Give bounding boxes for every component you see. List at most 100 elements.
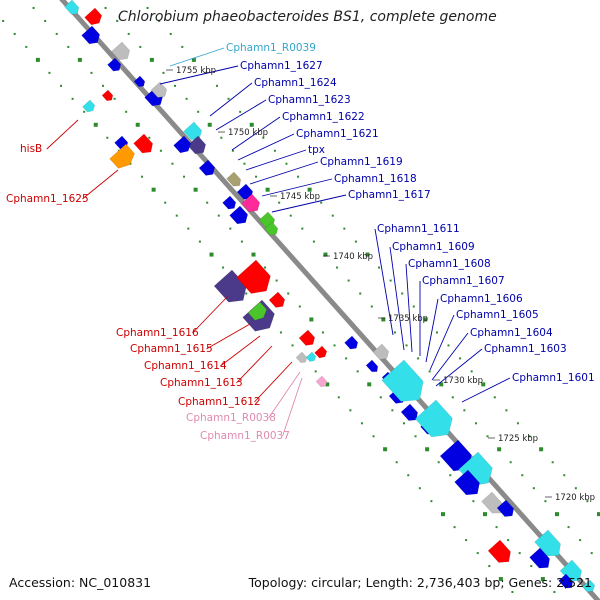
gene-feature: [133, 133, 153, 154]
tick-dot: [207, 122, 212, 127]
tick-dot: [463, 409, 466, 412]
kbp-label: 1740 kbp: [333, 252, 373, 262]
tick-dot: [231, 149, 234, 152]
gene-feature: [344, 335, 359, 350]
tick-dot: [596, 512, 600, 517]
gene-label: Cphamn1_1618: [334, 173, 417, 185]
tick-dot: [509, 461, 512, 464]
gene-feature: [372, 343, 390, 360]
gene-feature: [226, 171, 242, 187]
tick-dot: [149, 57, 154, 62]
tick-dot: [505, 409, 508, 412]
tick-dot: [465, 539, 468, 542]
tick-dot: [423, 317, 428, 322]
tick-dot: [544, 500, 547, 503]
tick-dot: [278, 201, 281, 204]
tick-dot: [193, 187, 198, 192]
tick-dot: [439, 382, 444, 387]
tick-dot: [307, 187, 312, 192]
tick-dot: [453, 526, 456, 529]
tick-dot: [586, 500, 589, 503]
tick-dot: [113, 97, 116, 100]
tick-dot: [532, 487, 535, 490]
tick-dot: [25, 45, 28, 48]
tick-dot: [255, 175, 258, 178]
tick-dot: [2, 19, 5, 22]
gene-feature: [400, 403, 418, 421]
tick-dot: [474, 422, 477, 425]
tick-dot: [349, 409, 352, 412]
gene-label: Cphamn1_1622: [282, 111, 365, 123]
tick-dot: [360, 422, 363, 425]
tick-dot: [497, 447, 502, 452]
leader-line: [435, 348, 483, 387]
leader-line: [237, 133, 295, 161]
tick-dot: [440, 512, 445, 517]
tick-dot: [187, 227, 190, 230]
tick-dot: [428, 370, 431, 373]
tick-dot: [493, 396, 496, 399]
gene-feature: [150, 81, 168, 98]
gene-label: Cphamn1_1616: [116, 327, 199, 339]
tick-dot: [530, 565, 533, 568]
leader-line: [159, 65, 239, 85]
gene-label: Cphamn1_1614: [144, 360, 227, 372]
tick-dot: [249, 122, 254, 127]
tick-dot: [135, 122, 140, 127]
tick-dot: [174, 84, 177, 87]
tick-dot: [343, 227, 346, 230]
leader-line: [389, 246, 405, 351]
gene-label: Cphamn1_1627: [240, 60, 323, 72]
tick-dot: [370, 305, 373, 308]
tick-dot: [367, 382, 372, 387]
tick-rows: [2, 6, 600, 594]
tick-dot: [60, 84, 63, 87]
leader-line: [249, 161, 319, 185]
leader-line: [268, 371, 301, 419]
leader-line: [220, 335, 261, 367]
gene-label: Cphamn1_1623: [268, 94, 351, 106]
tick-dot: [378, 266, 381, 269]
kbp-label: 1755 kbp: [176, 66, 216, 76]
leader-line: [209, 82, 253, 117]
tick-dot: [209, 252, 214, 257]
tick-dot: [331, 214, 334, 217]
leader-line: [429, 314, 455, 371]
gene-feature: [107, 57, 122, 72]
tick-dot: [551, 461, 554, 464]
gene-label: Cphamn1_1601: [512, 372, 595, 384]
tick-dot: [481, 382, 486, 387]
tick-dot: [146, 6, 149, 9]
tick-dot: [470, 370, 473, 373]
gene-feature: [81, 25, 100, 45]
tick-dot: [220, 136, 223, 139]
tick-dot: [158, 19, 161, 22]
leader-line: [254, 361, 293, 403]
gene-feature: [314, 345, 328, 359]
tick-dot: [359, 292, 362, 295]
tick-dot: [354, 240, 357, 243]
tick-dot: [451, 396, 454, 399]
tick-dot: [55, 32, 58, 35]
tick-dot: [521, 474, 524, 477]
leader-line: [405, 263, 413, 353]
gene-label: Cphamn1_1609: [392, 241, 475, 253]
tick-dot: [229, 227, 232, 230]
gene-feature: [264, 221, 279, 236]
tick-dot: [579, 539, 582, 542]
tick-dot: [321, 331, 324, 334]
tick-dot: [574, 487, 577, 490]
tick-dot: [356, 370, 359, 373]
gene-feature: [315, 375, 328, 387]
gene-feature: [529, 547, 550, 569]
tick-dot: [164, 201, 167, 204]
tick-dot: [116, 19, 119, 22]
gene-label: Cphamn1_1625: [6, 193, 89, 205]
gene-feature: [454, 469, 480, 496]
tick-dot: [243, 162, 246, 165]
gene-label: Cphamn1_1611: [377, 223, 460, 235]
tick-dot: [337, 396, 340, 399]
tick-dot: [175, 214, 178, 217]
tick-dot: [312, 240, 315, 243]
